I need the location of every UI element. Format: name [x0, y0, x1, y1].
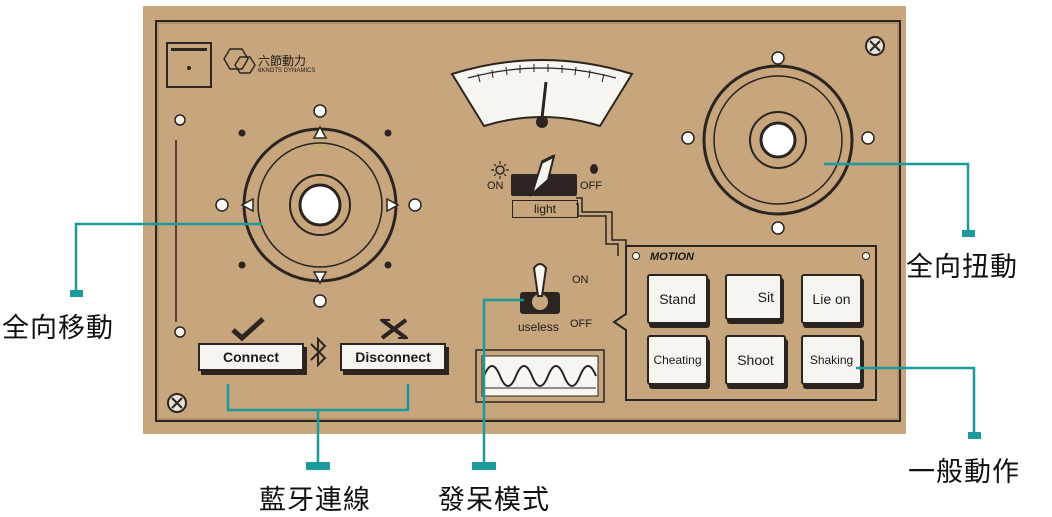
wiring: [576, 197, 627, 256]
callout-omni-twist: 全向扭動: [906, 252, 1018, 283]
screw-icon: [865, 36, 885, 56]
hexagon-logo-icon: [223, 48, 256, 74]
cross-icon: [380, 318, 408, 340]
connect-button[interactable]: Connect: [198, 343, 304, 371]
light-on-label: ON: [487, 180, 504, 192]
side-rail: [174, 114, 186, 338]
motion-panel: [612, 245, 877, 401]
check-icon: [231, 317, 265, 342]
brand-name: 六節動力: [258, 54, 307, 68]
sun-icon: [491, 161, 509, 179]
motion-shaking-button[interactable]: Shaking: [801, 335, 862, 385]
light-off-label: OFF: [580, 180, 602, 192]
status-box-icon: [166, 42, 212, 88]
motion-sit-button[interactable]: Sit: [725, 274, 782, 320]
bluetooth-icon: [310, 336, 327, 368]
twist-knob[interactable]: [676, 46, 888, 246]
useless-off-label: OFF: [570, 318, 592, 330]
useless-on-label: ON: [572, 274, 589, 286]
waveform-display: [475, 349, 605, 403]
callout-omni-move: 全向移動: [2, 313, 114, 344]
disconnect-button[interactable]: Disconnect: [340, 343, 446, 371]
motion-cheating-button[interactable]: Cheating: [647, 335, 708, 385]
useless-label: useless: [518, 320, 559, 334]
callout-general-motion: 一般動作: [908, 457, 1020, 488]
motion-title: MOTION: [650, 251, 694, 263]
callout-idle-mode: 發呆模式: [438, 485, 550, 516]
motion-lie-on-button[interactable]: Lie on: [801, 274, 862, 324]
screw-icon: [167, 393, 187, 413]
brand-tagline: 6KNOTS DYNAMICS: [258, 68, 316, 74]
indicator-led-icon: [590, 164, 598, 174]
light-toggle[interactable]: [508, 150, 580, 202]
motion-stand-button[interactable]: Stand: [647, 274, 708, 324]
callout-bluetooth: 藍牙連線: [259, 485, 371, 516]
move-joystick[interactable]: [210, 95, 430, 315]
useless-toggle[interactable]: [514, 260, 566, 318]
gauge-meter: [450, 59, 634, 128]
motion-shoot-button[interactable]: Shoot: [725, 335, 786, 385]
